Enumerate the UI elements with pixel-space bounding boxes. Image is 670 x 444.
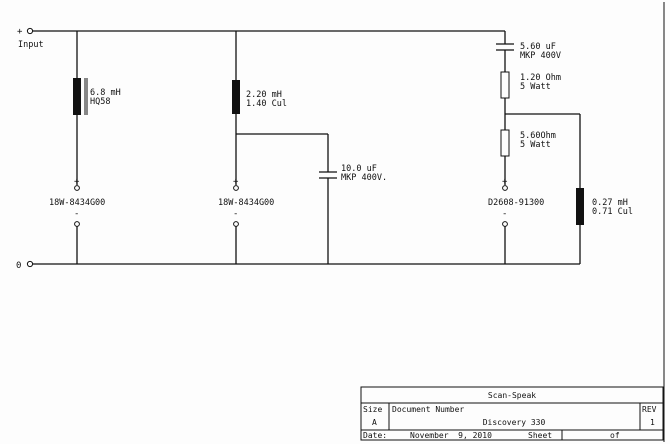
- l3-value-label: 0.27 mH: [592, 198, 628, 208]
- d3-part-label: D2608-91300: [488, 198, 544, 208]
- r1-value-label: 1.20 Ohm: [520, 73, 561, 83]
- l2-spec-label: 1.40 Cul: [246, 99, 287, 109]
- d1-plus-sign: +: [74, 177, 80, 187]
- of-label: of: [610, 431, 620, 440]
- d1-minus-sign: -: [74, 209, 79, 219]
- input-label: Input: [18, 40, 44, 50]
- d3-plus-sign: +: [502, 177, 508, 187]
- l1-value-label: 6.8 mH: [90, 88, 121, 98]
- l3-spec-label: 0.71 Cul: [592, 207, 633, 217]
- driver-d2[interactable]: + -: [233, 177, 239, 227]
- rev-value: 1: [650, 418, 655, 427]
- l2-value-label: 2.20 mH: [246, 90, 282, 100]
- ground-label: 0: [16, 261, 21, 271]
- input-plus-label: +: [17, 27, 23, 37]
- company-name: Scan-Speak: [488, 391, 536, 400]
- inductor-l2[interactable]: [232, 80, 240, 114]
- c1-spec-label: MKP 400V.: [341, 173, 387, 183]
- d2-plus-sign: +: [233, 177, 239, 187]
- d2-part-label: 18W-8434G00: [218, 198, 274, 208]
- document-number-value: Discovery 330: [483, 418, 546, 427]
- l1-spec-label: HQ58: [90, 97, 110, 107]
- document-number-label: Document Number: [392, 405, 464, 414]
- resistor-r2[interactable]: [500, 129, 510, 157]
- d2-minus-sign: -: [233, 209, 238, 219]
- d1-part-label: 18W-8434G00: [49, 198, 105, 208]
- sheet-label: Sheet: [528, 431, 552, 440]
- ground-terminal[interactable]: [26, 260, 34, 268]
- d3-minus-sign: -: [502, 209, 507, 219]
- size-value: A: [372, 418, 377, 427]
- input-terminal[interactable]: [26, 27, 34, 35]
- title-block: [360, 386, 664, 441]
- c2-value-label: 5.60 uF: [520, 42, 556, 52]
- c2-spec-label: MKP 400V: [520, 51, 561, 61]
- r2-spec-label: 5 Watt: [520, 140, 551, 150]
- date-label: Date:: [363, 431, 387, 440]
- date-value: November 9, 2010: [410, 431, 492, 440]
- r1-spec-label: 5 Watt: [520, 82, 551, 92]
- resistor-r1[interactable]: [500, 71, 510, 99]
- rev-label: REV: [642, 405, 657, 414]
- inductor-l3[interactable]: [576, 188, 584, 225]
- size-label: Size: [363, 405, 382, 414]
- capacitor-c2[interactable]: [496, 43, 514, 51]
- c1-value-label: 10.0 uF: [341, 164, 377, 174]
- r2-value-label: 5.60Ohm: [520, 131, 556, 141]
- inductor-l1[interactable]: [73, 78, 88, 115]
- capacitor-c1[interactable]: [319, 171, 337, 179]
